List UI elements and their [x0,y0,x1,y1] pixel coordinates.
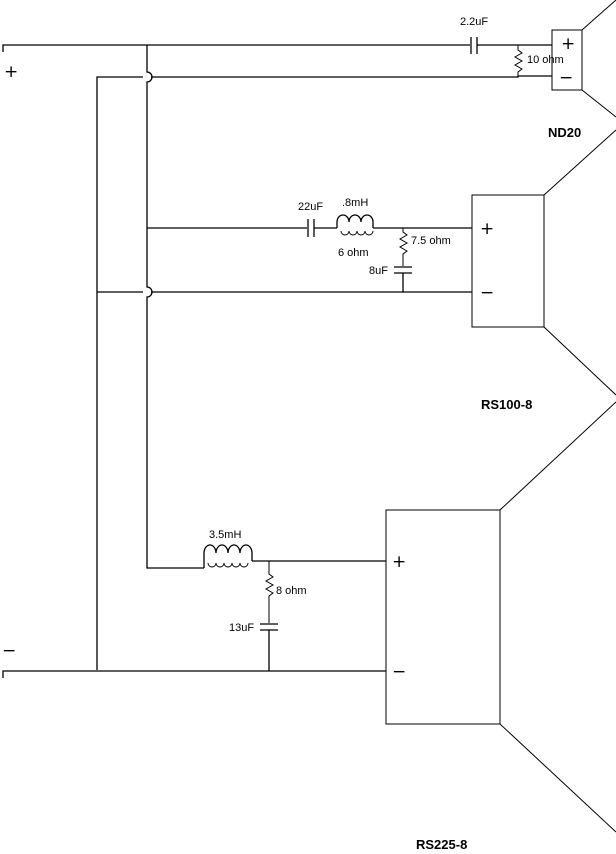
inductor-0-8mh: .8mH 6 ohm [336,197,472,259]
label-3-5mh: 3.5mH [209,529,241,541]
label-8uf: 8uF [369,265,388,277]
tweeter-nd20: + − ND20 [548,0,616,140]
capacitor-13uf: 13uF [229,622,278,671]
label-2-2uf: 2.2uF [460,16,488,28]
mid-minus: − [480,283,494,303]
negative-rail [2,75,552,678]
resistor-7-5-ohm: 7.5 ohm [398,228,451,266]
woofer-plus: + [392,552,406,572]
mid-plus: + [480,219,494,239]
capacitor-22uf: 22uF [298,201,337,237]
label-0-8mh: .8mH [342,197,368,209]
label-10-ohm: 10 ohm [527,54,564,66]
tweeter-name: ND20 [548,125,581,140]
woofer-rs225-8: + − RS225-8 [385,401,616,852]
woofer-branch: 3.5mH 8 ohm 13uF + − RS225-8 [203,401,616,852]
label-13uf: 13uF [229,622,254,634]
input-minus-sign: − [2,641,16,661]
label-8-ohm: 8 ohm [276,585,307,597]
resistor-10-ohm: 10 ohm [513,45,564,76]
resistor-8-ohm: 8 ohm [264,561,307,623]
woofer-name: RS225-8 [416,837,467,852]
tweeter-minus: − [559,68,573,88]
mid-name: RS100-8 [481,397,532,412]
tweeter-plus: + [561,34,575,54]
tweeter-branch: 2.2uF 10 ohm + − ND20 [460,0,616,140]
label-22uf: 22uF [298,201,323,213]
label-6-ohm: 6 ohm [338,247,369,259]
positive-rail [2,44,470,569]
midrange-branch: 22uF .8mH 6 ohm 7.5 ohm 8uF + − RS100-8 [298,129,616,412]
midrange-rs100-8: + − RS100-8 [471,129,616,412]
label-7-5-ohm: 7.5 ohm [411,235,451,247]
capacitor-8uf: 8uF [369,265,412,292]
woofer-minus: − [392,662,406,682]
inductor-3-5mh: 3.5mH [203,529,386,568]
input-terminals: + − [2,62,18,661]
input-plus-sign: + [4,62,18,82]
capacitor-2-2uf: 2.2uF [460,16,552,54]
